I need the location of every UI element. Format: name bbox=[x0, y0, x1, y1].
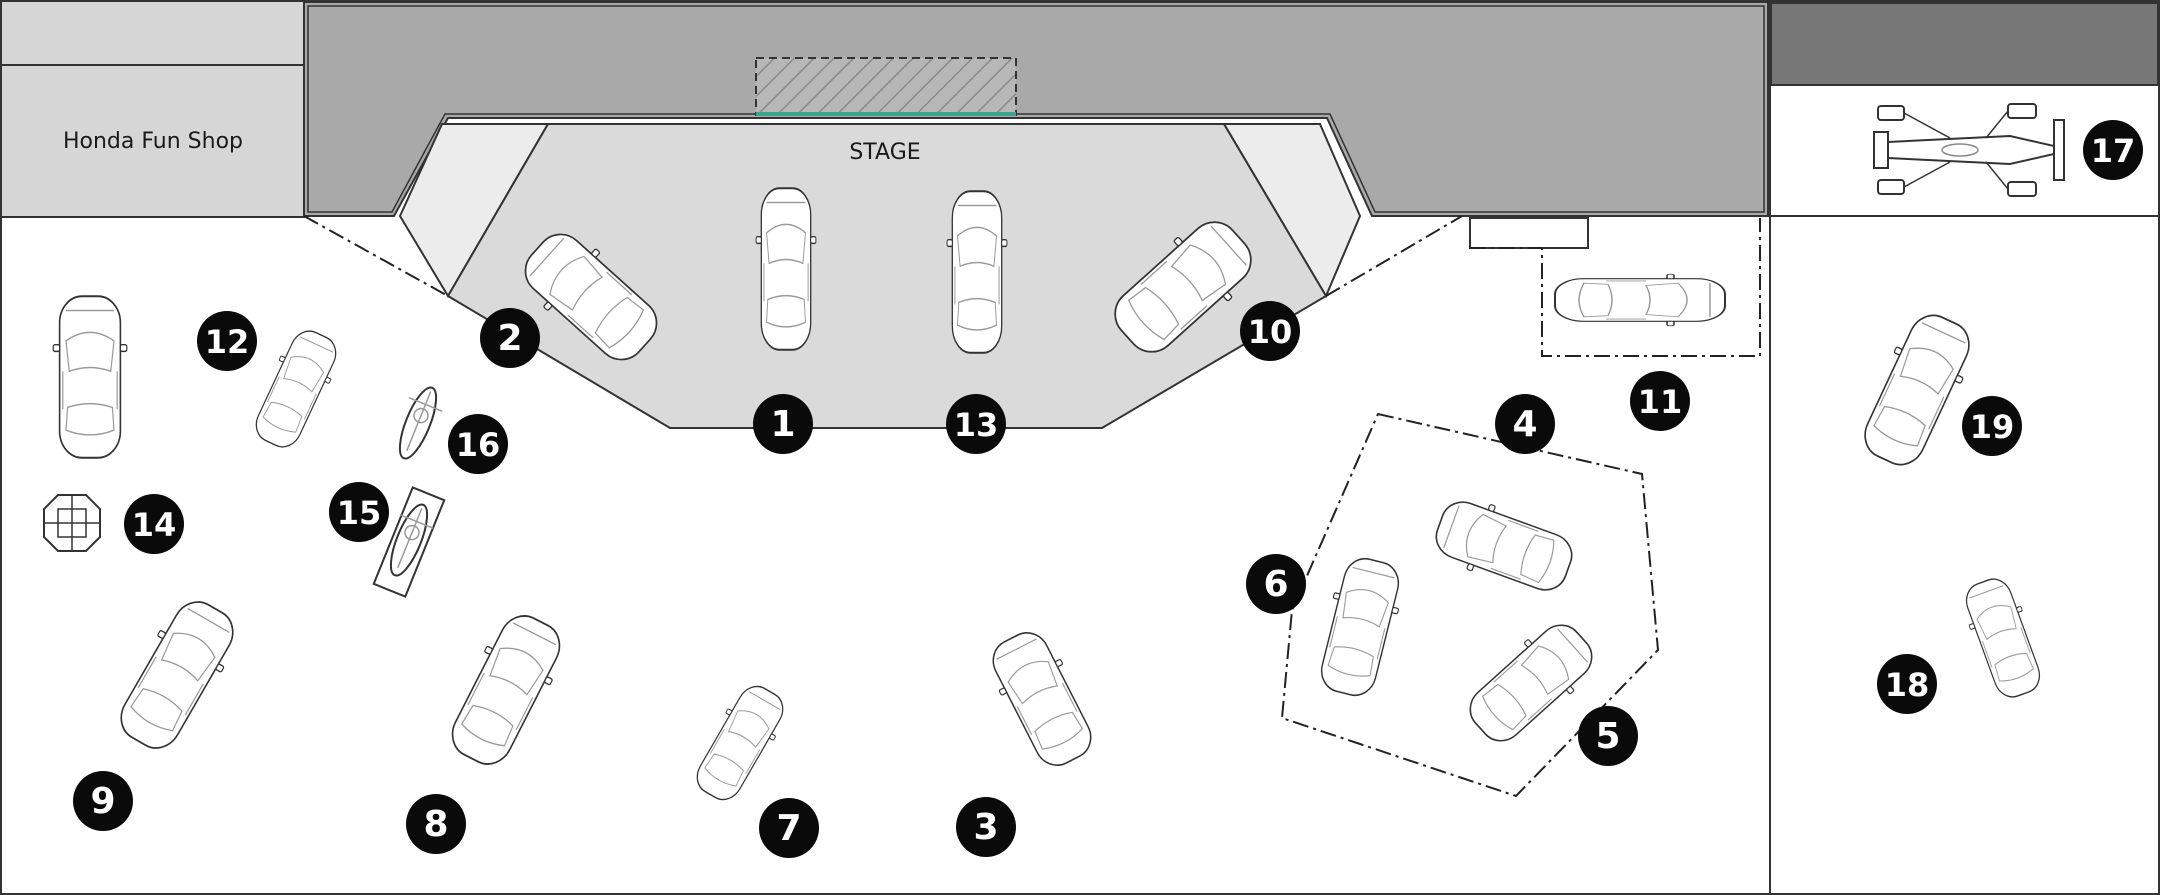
marker-3: 3 bbox=[956, 797, 1016, 857]
boundary-left bbox=[303, 215, 449, 297]
marker-number: 2 bbox=[497, 318, 522, 359]
marker-circle bbox=[1630, 371, 1690, 431]
counter-box bbox=[1469, 217, 1589, 249]
marker-circle bbox=[124, 494, 184, 554]
building-inner-edge bbox=[307, 5, 1765, 213]
marker-9: 9 bbox=[73, 771, 133, 831]
marker-number: 5 bbox=[1595, 716, 1620, 757]
marker-7: 7 bbox=[759, 798, 819, 858]
marker-17: 17 bbox=[2083, 120, 2143, 180]
formula-car-icon bbox=[1873, 103, 2065, 197]
marker-number: 18 bbox=[1885, 666, 1930, 704]
zone-4-5-6 bbox=[1280, 412, 1660, 798]
marker-circle bbox=[406, 794, 466, 854]
marker-circle bbox=[1877, 654, 1937, 714]
marker-number: 13 bbox=[954, 406, 999, 444]
marker-number: 1 bbox=[770, 404, 795, 445]
marker-6: 6 bbox=[1246, 554, 1306, 614]
marker-circle bbox=[2083, 120, 2143, 180]
marker-14: 14 bbox=[124, 494, 184, 554]
car-icon bbox=[52, 295, 128, 459]
marker-circle bbox=[1578, 706, 1638, 766]
marker-2: 2 bbox=[480, 308, 540, 368]
marker-11: 11 bbox=[1630, 371, 1690, 431]
marker-number: 11 bbox=[1638, 383, 1683, 421]
zone-11 bbox=[1470, 218, 1761, 357]
marker-number: 6 bbox=[1263, 564, 1288, 605]
marker-number: 4 bbox=[1512, 404, 1537, 445]
marker-number: 16 bbox=[456, 426, 501, 464]
marker-number: 8 bbox=[423, 804, 448, 845]
marker-19: 19 bbox=[1962, 396, 2022, 456]
marker-number: 19 bbox=[1970, 408, 2015, 446]
marker-15: 15 bbox=[329, 482, 389, 542]
car-icon bbox=[946, 190, 1008, 354]
main-building bbox=[303, 1, 1769, 217]
shop-area bbox=[0, 64, 305, 218]
marker-number: 15 bbox=[337, 494, 382, 532]
marker-18: 18 bbox=[1877, 654, 1937, 714]
stage-label: STAGE bbox=[849, 140, 920, 165]
motorcycle-pad-15 bbox=[372, 486, 446, 598]
marker-number: 3 bbox=[973, 807, 998, 848]
marker-number: 12 bbox=[205, 323, 250, 361]
marker-10: 10 bbox=[1240, 301, 1300, 361]
marker-1: 1 bbox=[753, 394, 813, 454]
marker-circle bbox=[1962, 396, 2022, 456]
shop-label: Honda Fun Shop bbox=[63, 129, 243, 154]
marker-circle bbox=[1246, 554, 1306, 614]
marker-5: 5 bbox=[1578, 706, 1638, 766]
boundary-right bbox=[1325, 215, 1463, 297]
marker-circle bbox=[1240, 301, 1300, 361]
exhibit-block-dark bbox=[1770, 2, 2159, 86]
marker-13: 13 bbox=[946, 394, 1006, 454]
marker-circle bbox=[956, 797, 1016, 857]
marker-circle bbox=[1495, 394, 1555, 454]
marker-8: 8 bbox=[406, 794, 466, 854]
marker-number: 7 bbox=[776, 808, 801, 849]
marker-circle bbox=[480, 308, 540, 368]
stage-platform bbox=[446, 123, 1328, 429]
marker-circle bbox=[448, 414, 508, 474]
marker-number: 17 bbox=[2091, 132, 2136, 170]
marker-circle bbox=[73, 771, 133, 831]
marker-16: 16 bbox=[448, 414, 508, 474]
marker-circle bbox=[946, 394, 1006, 454]
marker-circle bbox=[753, 394, 813, 454]
car-icon bbox=[755, 187, 817, 351]
marker-4: 4 bbox=[1495, 394, 1555, 454]
marker-circle bbox=[759, 798, 819, 858]
marker-circle bbox=[329, 482, 389, 542]
marker-12: 12 bbox=[197, 311, 257, 371]
stage-screen bbox=[755, 57, 1017, 116]
marker-circle bbox=[197, 311, 257, 371]
power-equipment-icon bbox=[43, 494, 101, 552]
sports-car-icon bbox=[1554, 273, 1726, 327]
shop-block-top bbox=[0, 0, 305, 66]
marker-number: 10 bbox=[1248, 313, 1293, 351]
marker-number: 9 bbox=[90, 781, 115, 822]
marker-number: 14 bbox=[132, 506, 177, 544]
